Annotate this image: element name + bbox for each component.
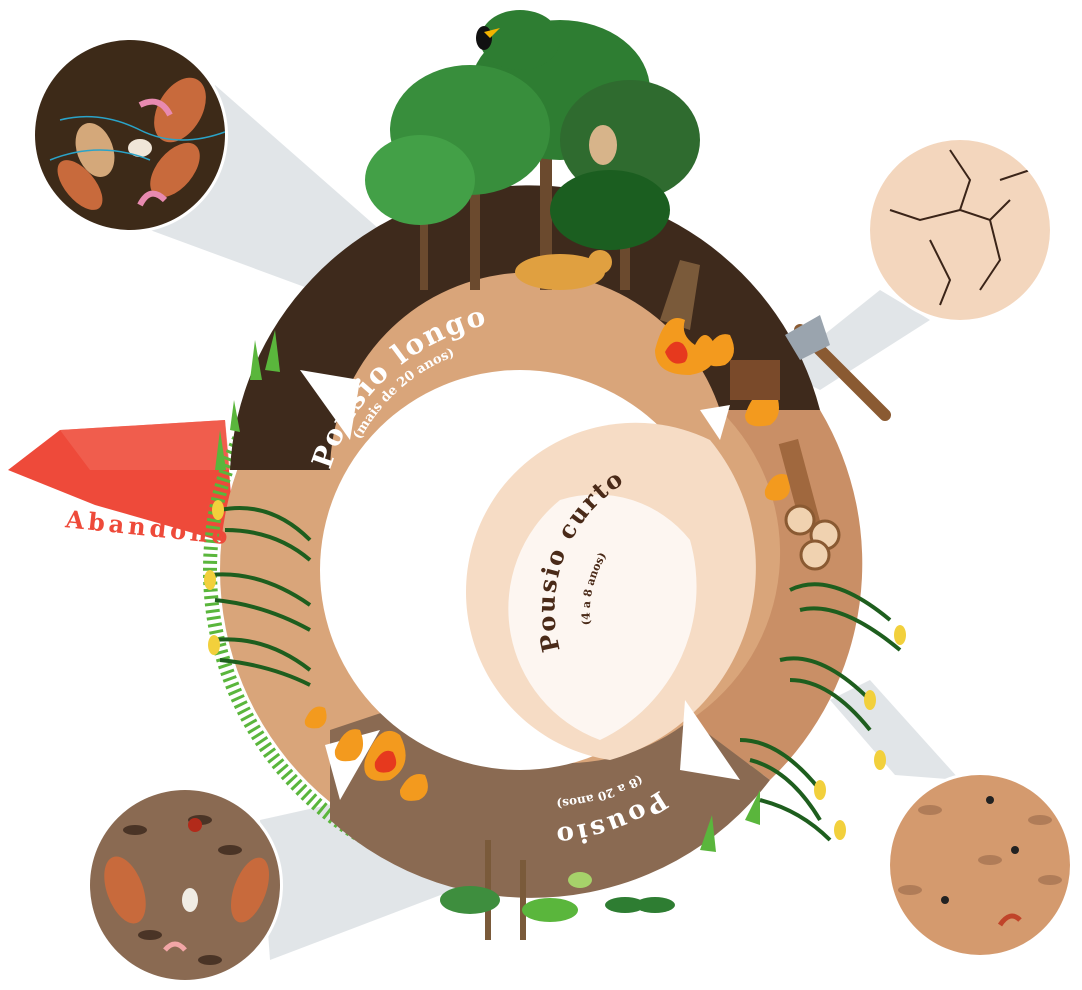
soil-with-leaves-and-insects-icon: [87, 787, 283, 983]
soil-with-ants-icon: [887, 772, 1073, 958]
toucan-icon: [476, 26, 492, 50]
cracked-dry-soil-icon: [867, 137, 1053, 323]
monkey-icon: [589, 125, 617, 165]
